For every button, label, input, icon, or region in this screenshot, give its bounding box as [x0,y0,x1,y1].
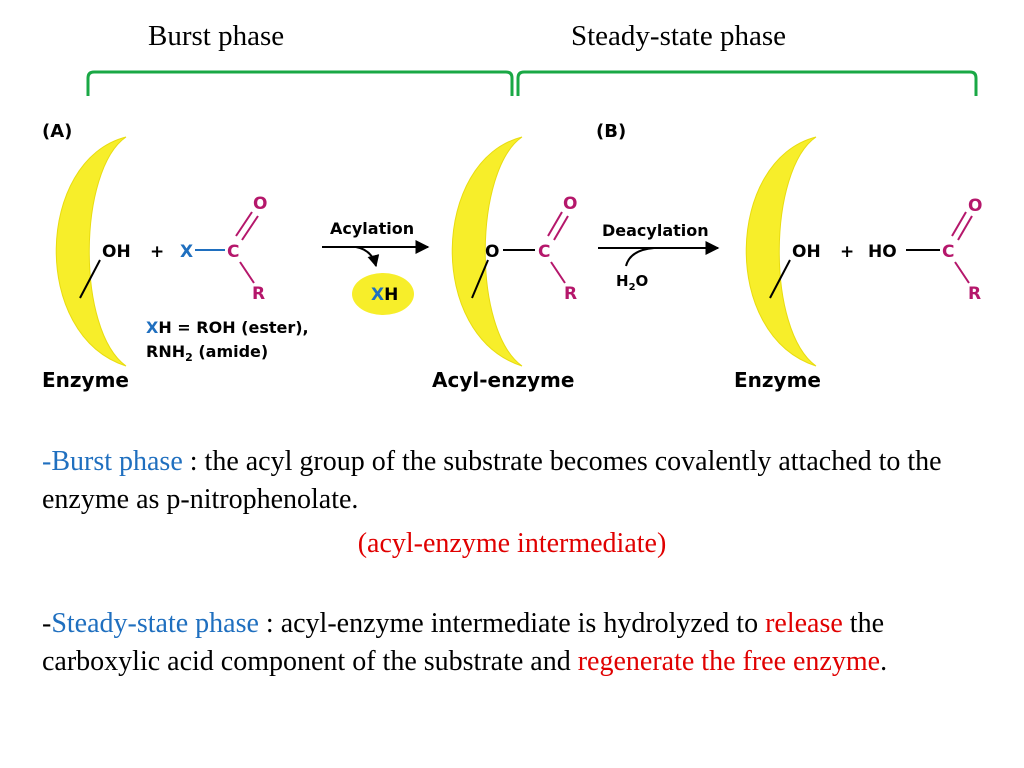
acid-cr-bond [954,261,970,284]
acyl-enzyme-label: Acyl-enzyme [432,368,574,392]
water-label: H2O [616,272,648,293]
steady-phase-description: -Steady-state phase : acyl-enzyme interm… [42,605,1002,681]
enzyme-bond-1 [79,259,101,299]
acyl-co-bond-b [553,215,569,241]
enzyme-label-1: Enzyme [42,368,129,392]
release-term: release [765,608,843,639]
leaving-group-note-2: RNH2 (amide) [146,342,268,364]
burst-phase-description: -Burst phase : the acyl group of the sub… [42,443,1002,519]
substrate-cr-bond [239,261,255,284]
acyl-c: C [538,242,550,262]
xh-bubble-text: XH [371,285,398,305]
reaction-scheme: (A) (B) OH + X C O R XH = ROH (ester), R… [42,70,982,392]
enzyme-crescent-2 [451,136,523,367]
acid-o: O [968,196,982,216]
substrate-co-bond-b [241,215,259,241]
enzyme-oh-1: OH [102,242,131,262]
substrate-o: O [253,194,267,214]
enzyme-crescent-3 [745,136,817,367]
plus-sign-1: + [150,242,164,262]
acyl-o: O [563,194,577,214]
steady-text-1: : acyl-enzyme intermediate is hydrolyzed… [258,608,766,639]
burst-text: : the acyl group of the substrate become… [42,446,942,515]
acyl-cr-bond [550,261,566,284]
substrate-r: R [252,284,265,304]
acyl-enzyme-bond [471,259,489,299]
burst-phase-title: Burst phase [148,20,285,52]
acid-ho: HO [868,242,897,262]
acid-r: R [968,284,981,304]
acyl-co-bond-a [547,211,563,237]
enzyme-bond-3 [769,259,791,299]
plus-sign-2: + [840,242,854,262]
steady-state-phase-title: Steady-state phase [571,20,787,52]
regenerate-term: regenerate the free enzyme [577,646,881,677]
acid-co-bond-b [957,215,973,241]
steady-text-2: the carboxylic acid component of the sub… [42,608,885,677]
acyl-enzyme-intermediate-note: (acyl-enzyme intermediate) [357,528,667,559]
steady-phase-bracket [516,70,978,96]
burst-term: Burst phase [51,446,183,477]
deacylation-curved-arrow [625,247,655,267]
acyl-enzyme-o: O [485,242,499,262]
acylation-curved-arrow [355,246,380,268]
substrate-c: C [227,242,239,262]
acylation-label: Acylation [330,219,414,238]
burst-prefix: - [42,446,52,477]
steady-end: . [880,646,888,677]
substrate-x: X [180,242,193,262]
deacylation-label: Deacylation [602,221,709,240]
acid-c: C [942,242,954,262]
steady-term: Steady-state phase [51,608,259,639]
acyl-r: R [564,284,577,304]
panel-a-label: (A) [42,121,72,142]
xh-bubble [352,273,414,315]
enzyme-crescent-1 [55,136,127,367]
steady-prefix: - [42,608,52,639]
acid-co-bond-a [951,211,967,237]
substrate-co-bond-a [235,211,253,237]
enzyme-label-3: Enzyme [734,368,821,392]
burst-phase-bracket [86,70,514,96]
panel-b-label: (B) [596,121,626,142]
leaving-group-note-1: XH = ROH (ester), [146,318,309,337]
enzyme-oh-3: OH [792,242,821,262]
